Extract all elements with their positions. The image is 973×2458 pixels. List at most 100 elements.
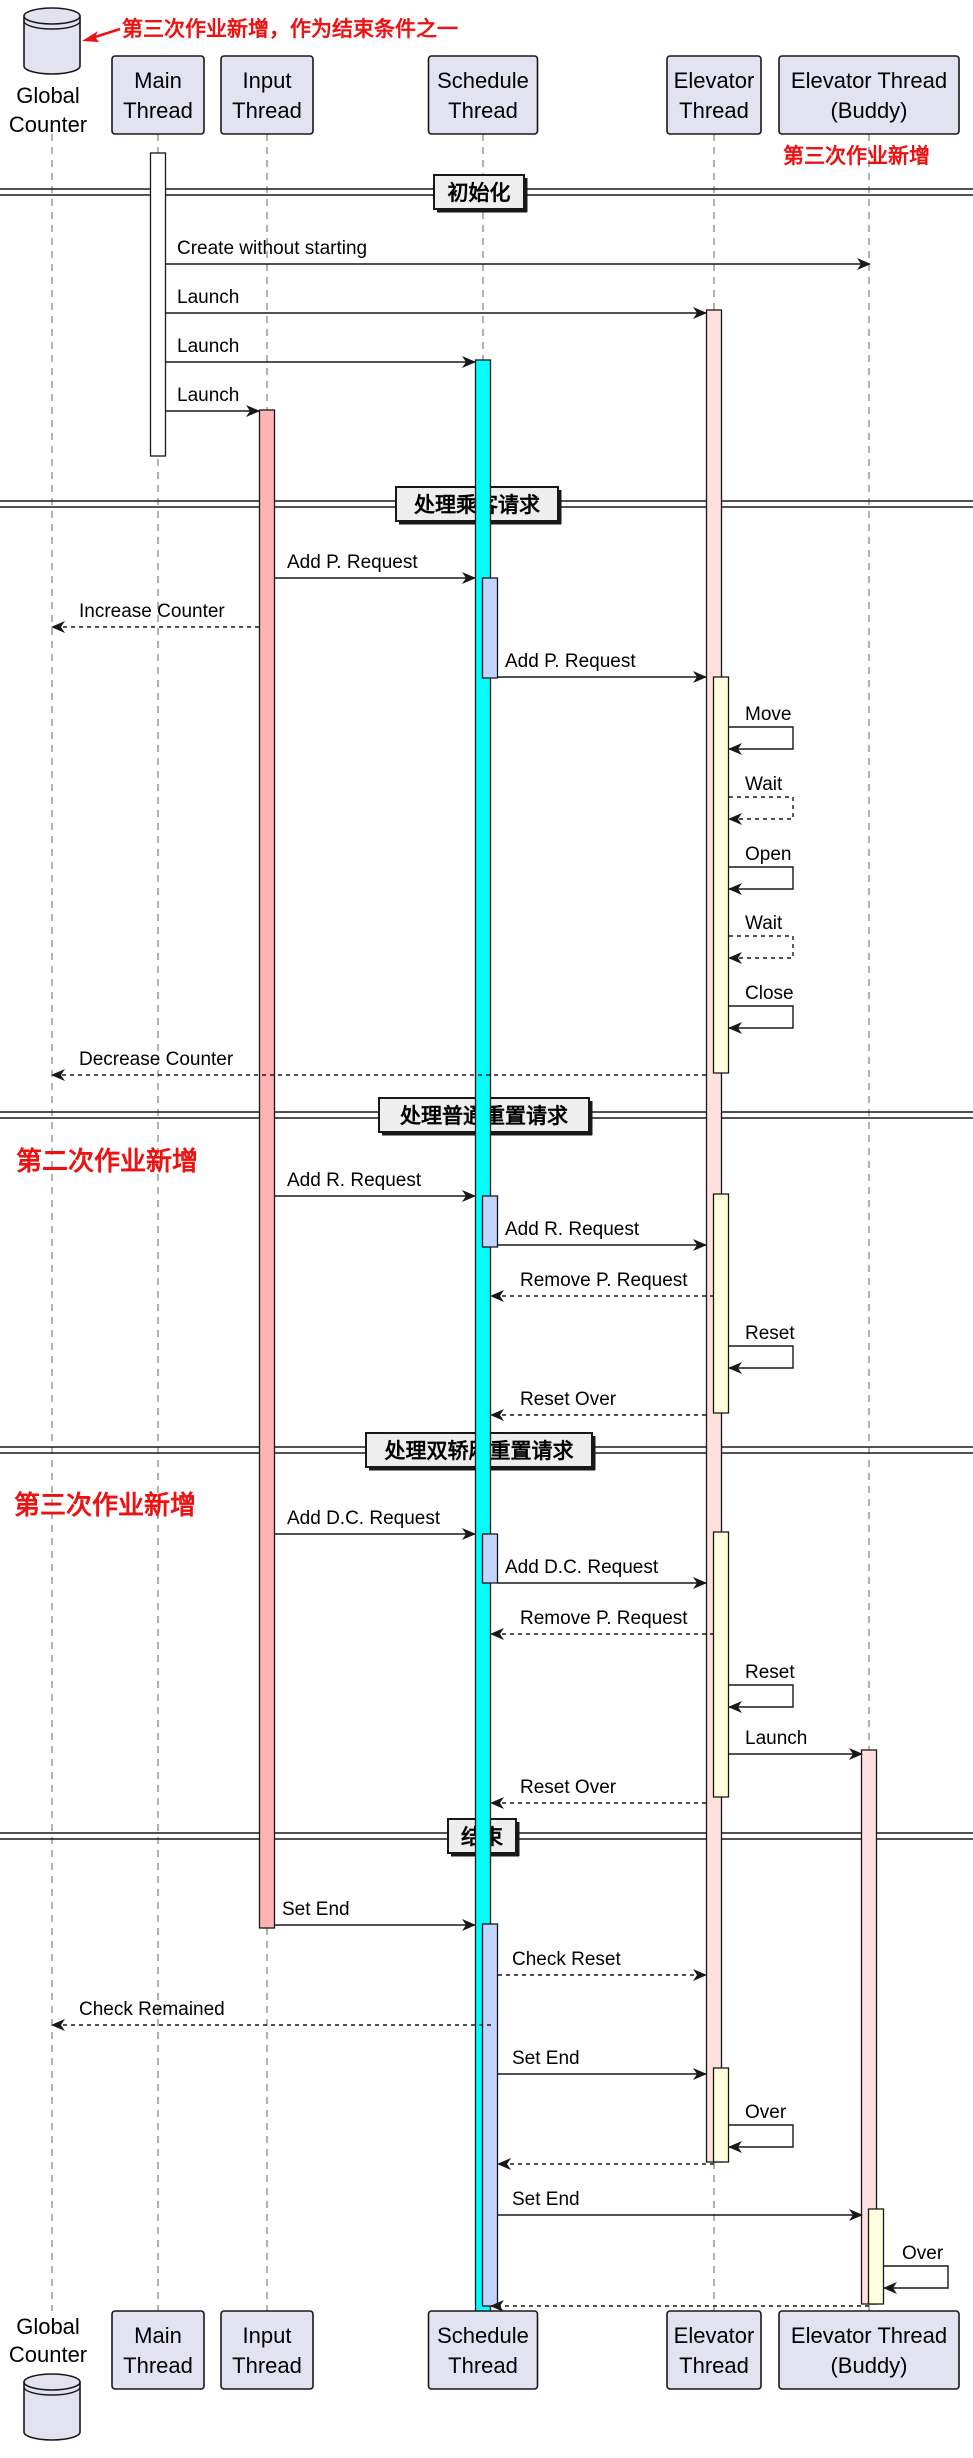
message-label: Add D.C. Request	[505, 1557, 659, 1578]
message-12: Decrease Counter	[51, 1049, 706, 1081]
message-22: Launch	[729, 1728, 863, 1760]
message-label: Add P. Request	[505, 651, 636, 672]
participant-label: Schedule	[437, 68, 529, 93]
message-4: Add P. Request	[275, 552, 476, 584]
message-25: Check Reset	[498, 1949, 707, 1981]
top-note-arrow-icon	[91, 27, 121, 40]
participant-label: Elevator	[674, 68, 755, 93]
database-icon	[23, 7, 81, 75]
message-23: Reset Over	[490, 1777, 706, 1809]
participant-label: Schedule	[437, 2323, 529, 2348]
participant-label: Global	[16, 83, 80, 108]
message-10: Wait	[728, 913, 794, 964]
message-31: Over	[883, 2243, 949, 2294]
activation-bar-mt	[149, 152, 167, 457]
message-label: Wait	[745, 913, 783, 934]
message-label: Wait	[745, 774, 783, 795]
message-label: Create without starting	[177, 238, 367, 259]
activation-bar-et-d	[712, 2067, 730, 2163]
message-16: Reset	[728, 1323, 795, 1374]
participant-label: Input	[243, 2323, 292, 2348]
message-label: Increase Counter	[79, 601, 225, 622]
section-title-init: 初始化	[448, 181, 511, 205]
message-label: Reset	[745, 1323, 795, 1344]
message-18: Add D.C. Request	[275, 1508, 476, 1540]
message-label: Set End	[282, 1899, 350, 1920]
message-label: Remove P. Request	[520, 1608, 688, 1629]
message-label: Add R. Request	[287, 1170, 422, 1191]
message-6: Add P. Request	[498, 651, 707, 683]
message-label: Set End	[512, 2189, 580, 2210]
participant-label: Elevator	[674, 2323, 755, 2348]
message-label: Add P. Request	[287, 552, 418, 573]
message-label: Launch	[177, 385, 239, 406]
database-icon	[23, 2373, 81, 2441]
participant-label: (Buddy)	[830, 2353, 907, 2378]
activation-bar-et-b	[712, 1193, 730, 1414]
activation-bar-it	[258, 409, 276, 1929]
message-17: Reset Over	[490, 1389, 706, 1421]
participant-label: Elevator Thread	[791, 68, 947, 93]
message-19: Add D.C. Request	[498, 1557, 707, 1589]
participant-label: Counter	[9, 2342, 87, 2367]
message-30: Set End	[498, 2189, 863, 2221]
message-label: Move	[745, 704, 791, 725]
participant-label: Thread	[232, 2353, 302, 2378]
message-1: Launch	[166, 287, 707, 319]
message-label: Reset Over	[520, 1777, 617, 1798]
message-9: Open	[728, 844, 794, 895]
message-5: Increase Counter	[51, 601, 259, 633]
message-28: Over	[728, 2102, 794, 2153]
participant-label: Thread	[679, 2353, 749, 2378]
participant-label: Counter	[9, 112, 87, 137]
message-label: Launch	[177, 287, 239, 308]
message-label: Launch	[745, 1728, 807, 1749]
message-3: Launch	[166, 385, 260, 417]
message-7: Move	[728, 704, 794, 755]
participant-ebt: Elevator Thread(Buddy)	[778, 2310, 960, 2390]
participant-label: Thread	[448, 2353, 518, 2378]
activation-bar-st-d	[481, 1923, 499, 2307]
participant-label: (Buddy)	[830, 98, 907, 123]
message-label: Decrease Counter	[79, 1049, 234, 1070]
message-label: Add D.C. Request	[287, 1508, 441, 1529]
participant-label: Thread	[679, 98, 749, 123]
message-11: Close	[728, 983, 794, 1034]
activation-bar-st-c	[481, 1533, 499, 1584]
participant-label: Thread	[123, 98, 193, 123]
participant-label: Main	[134, 68, 182, 93]
participant-ebt: Elevator Thread (Buddy)	[778, 55, 960, 135]
participant-label: Thread	[232, 98, 302, 123]
activation-bar-et-c	[712, 1531, 730, 1798]
message-0: Create without starting	[166, 238, 871, 270]
activation-bar-st-b	[481, 1195, 499, 1248]
activation-bar-st-a	[481, 577, 499, 679]
message-2: Launch	[166, 336, 476, 368]
message-24: Set End	[275, 1899, 476, 1931]
message-label: Open	[745, 844, 791, 865]
message-label: Over	[902, 2243, 944, 2264]
message-label: Reset	[745, 1662, 795, 1683]
message-26: Check Remained	[51, 1999, 491, 2031]
activation-bar-et-a	[712, 676, 730, 1074]
message-label: Launch	[177, 336, 239, 357]
message-21: Reset	[728, 1662, 795, 1713]
participant-label: Global	[16, 2314, 80, 2339]
message-label: Over	[745, 2102, 787, 2123]
top-note: 第三次作业新增，作为结束条件之一	[122, 17, 458, 41]
participant-label: Input	[243, 68, 292, 93]
message-20: Remove P. Request	[490, 1608, 714, 1640]
section-divider-init: 初始化	[0, 174, 973, 213]
message-label: Add R. Request	[505, 1219, 640, 1240]
